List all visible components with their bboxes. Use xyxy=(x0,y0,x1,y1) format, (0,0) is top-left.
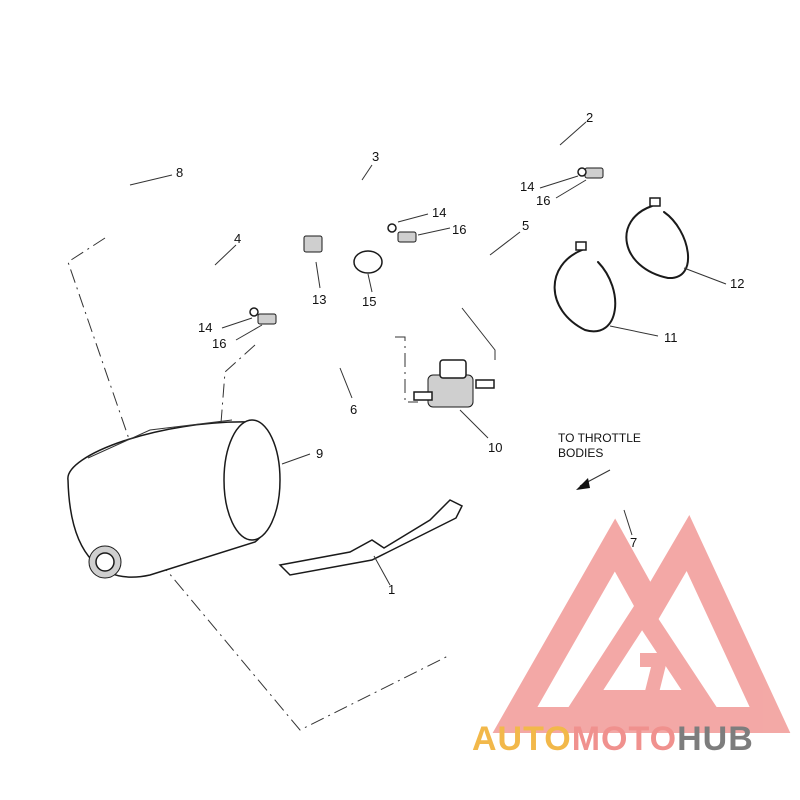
hose-2 xyxy=(431,121,604,199)
label-part-12: 12 xyxy=(730,276,744,291)
label-part-16-left: 16 xyxy=(212,336,226,351)
clip-15 xyxy=(353,250,383,293)
label-part-14-top: 14 xyxy=(520,179,534,194)
canister-9 xyxy=(67,419,311,579)
clamp-12 xyxy=(625,197,727,285)
label-part-14-mid: 14 xyxy=(432,205,446,220)
hose-5 xyxy=(399,231,521,360)
watermark-moto: MOTO xyxy=(572,720,677,758)
hose-3 xyxy=(317,164,451,243)
svg-text:AUTOMOTOHUB: AUTOMOTOHUB xyxy=(472,720,754,758)
label-part-15: 15 xyxy=(362,294,376,309)
hose-8 xyxy=(85,113,173,237)
label-part-13: 13 xyxy=(312,292,326,307)
label-part-3: 3 xyxy=(372,149,379,164)
label-part-8: 8 xyxy=(176,165,183,180)
label-part-11: 11 xyxy=(664,330,678,345)
label-part-1: 1 xyxy=(388,582,395,597)
watermark-text: AUTOMOTOHUB xyxy=(472,720,754,758)
watermark-auto: AUTO xyxy=(472,720,572,758)
label-part-6: 6 xyxy=(350,402,357,417)
label-part-16-top: 16 xyxy=(536,193,550,208)
annotation-line-2: BODIES xyxy=(558,446,603,460)
label-part-4: 4 xyxy=(234,231,241,246)
part-labels: 1 2 3 4 5 6 7 8 9 10 11 12 13 14 14 14 1… xyxy=(176,110,744,597)
label-part-10: 10 xyxy=(488,440,502,455)
watermark-hub: HUB xyxy=(677,720,754,758)
annotation-line-1: TO THROTTLE xyxy=(558,431,641,445)
bracket-1 xyxy=(278,499,464,586)
label-part-9: 9 xyxy=(316,446,323,461)
valve-10 xyxy=(413,359,495,439)
throttle-annotation: TO THROTTLE BODIES xyxy=(558,431,641,460)
hose-6 xyxy=(285,320,377,399)
label-part-2: 2 xyxy=(586,110,593,125)
hose-4 xyxy=(185,244,277,341)
label-part-7: 7 xyxy=(630,535,637,550)
hose-7 xyxy=(450,457,645,657)
connector-13 xyxy=(303,235,323,289)
label-part-16-mid: 16 xyxy=(452,222,466,237)
watermark-logo xyxy=(492,514,791,733)
clamp-11 xyxy=(553,241,659,337)
label-part-14-left: 14 xyxy=(198,320,212,335)
label-part-5: 5 xyxy=(522,218,529,233)
